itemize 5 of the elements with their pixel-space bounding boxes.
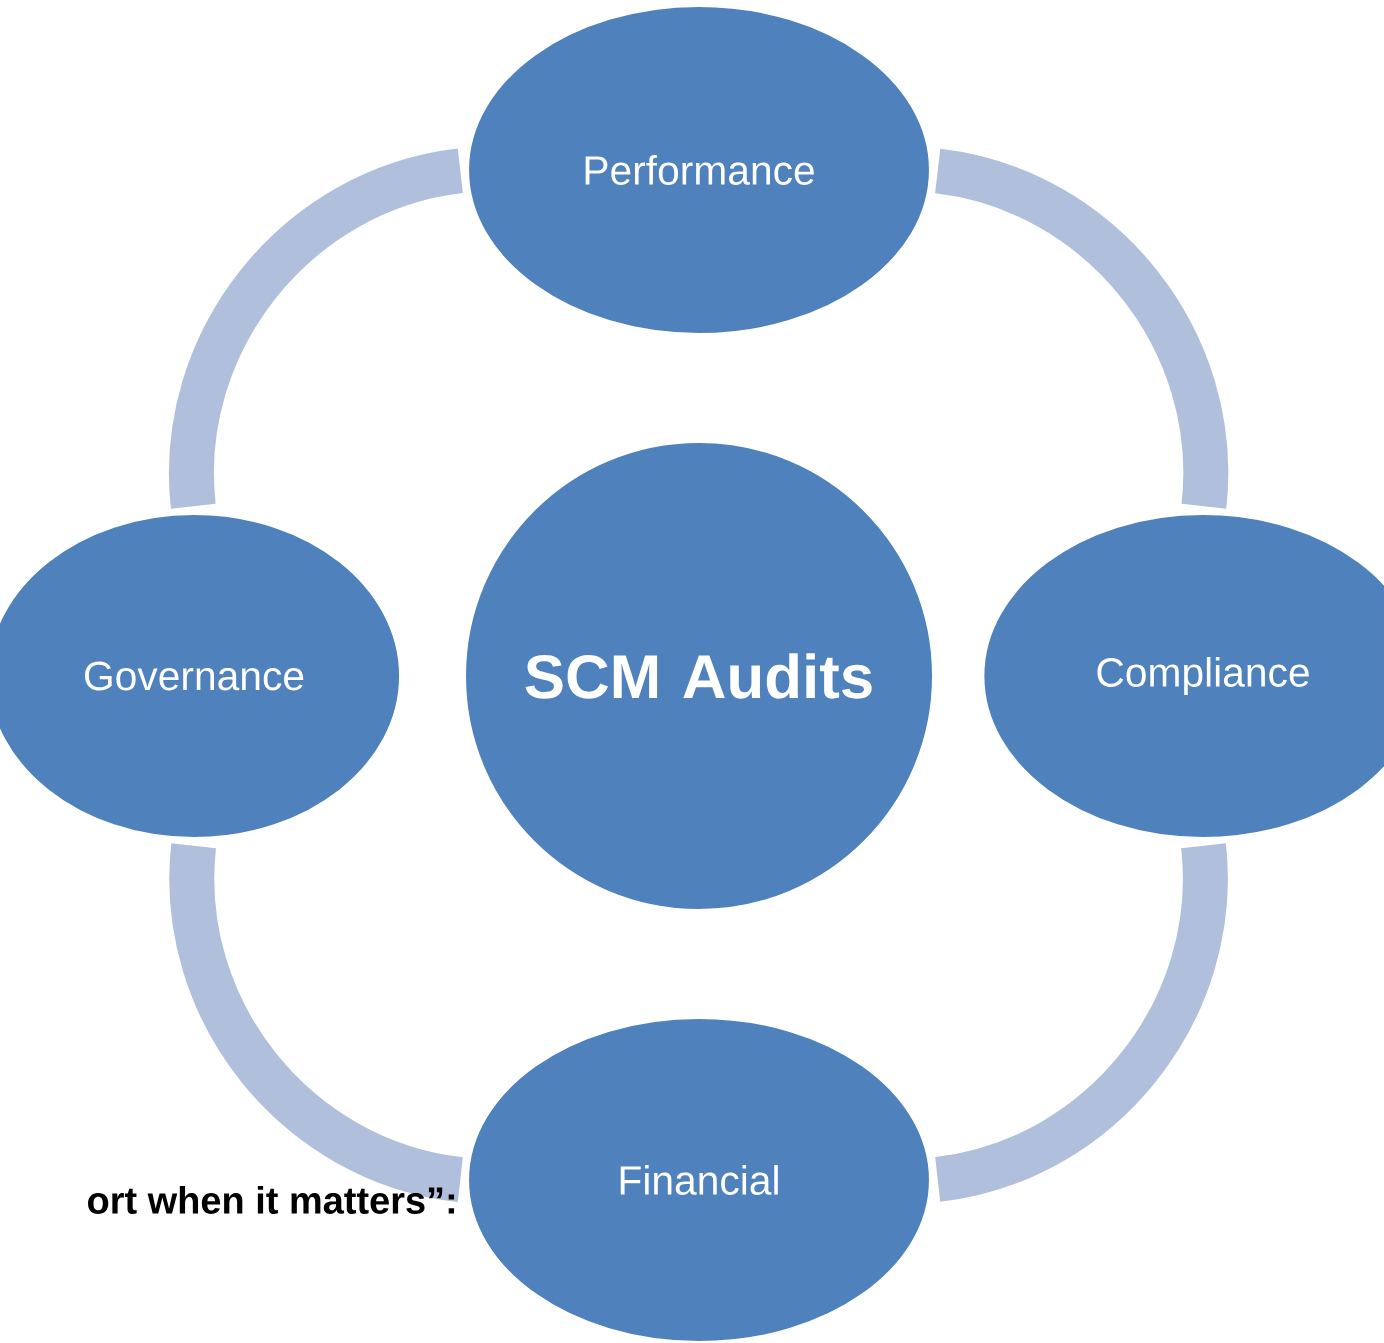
ring-arc — [169, 844, 465, 1202]
ring-arc — [169, 148, 465, 508]
ring-arc — [933, 844, 1228, 1202]
note-text: ort when it matters”: — [88, 1186, 455, 1214]
ring-arc — [933, 148, 1229, 508]
